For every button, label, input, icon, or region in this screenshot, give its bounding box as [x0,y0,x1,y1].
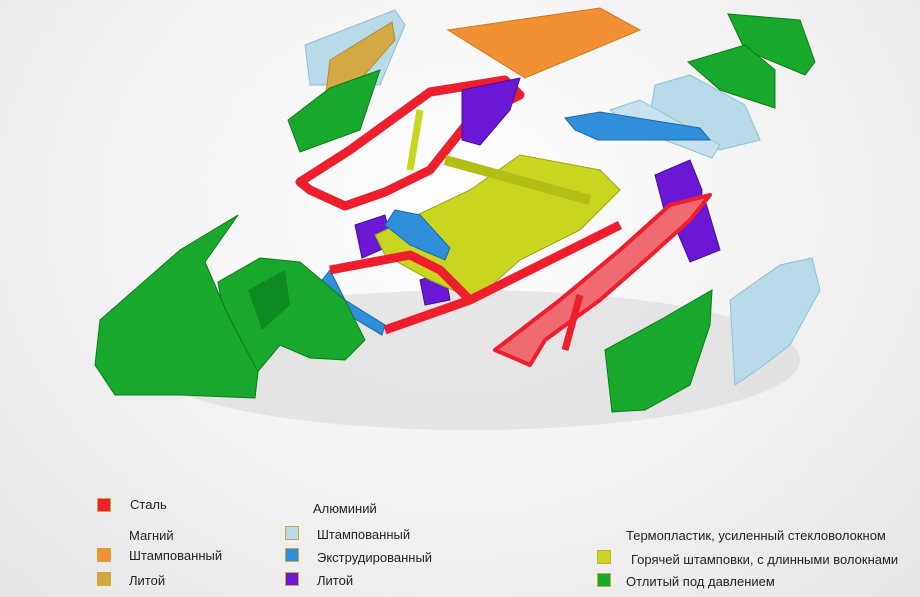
legend-label-mg-cast: Литой [129,573,166,588]
swatch-mg-stamped [97,548,111,562]
tunnel-ridge [443,155,592,205]
swatch-tp-hot-stamped [597,550,611,564]
front-door-inner-right [604,289,713,413]
tailgate-outer [727,13,816,76]
material-legend: Сталь Магний Штампованный Литой Алюминий… [0,480,920,597]
swatch-steel [97,498,111,512]
swatch-al-stamped [285,526,299,540]
body-side-right [493,193,712,367]
rocker-left [383,220,623,335]
legend-label-tp-die-cast: Отлитый под давлением [626,574,775,589]
front-door-outer-right [729,257,821,386]
legend-label-al-cast: Литой [317,573,354,588]
legend-header-thermoplastic: Термопластик, усиленный стекловолокном [626,528,886,543]
legend-label-steel: Сталь [130,497,167,512]
a-pillar-cast-left [461,77,521,146]
exploded-car-body-diagram [94,7,821,430]
b-pillar-left [406,109,424,171]
legend-header-magnesium: Магний [129,528,174,543]
hood-panel [94,214,259,399]
rear-rail-extruded [564,111,712,141]
roof-panel [446,7,642,79]
legend-header-aluminium: Алюминий [313,501,377,516]
b-pillar-right [561,294,584,351]
legend-label-al-extruded: Экструдированный [317,550,433,565]
swatch-tp-die-cast [597,573,611,587]
legend-label-tp-hot-stamped: Горячей штамповки, с длинными волокнами [631,552,899,567]
swatch-al-extruded [285,548,299,562]
legend-label-al-stamped: Штампованный [317,527,411,542]
rear-door-inner-left [287,69,381,153]
tailgate-inner [686,44,776,109]
headlamp-opening [248,270,290,330]
swatch-al-cast [285,572,299,586]
front-crash-rail [384,209,451,261]
front-side-rail [329,250,474,304]
legend-label-mg-stamped: Штампованный [129,548,223,563]
swatch-mg-cast [97,572,111,586]
